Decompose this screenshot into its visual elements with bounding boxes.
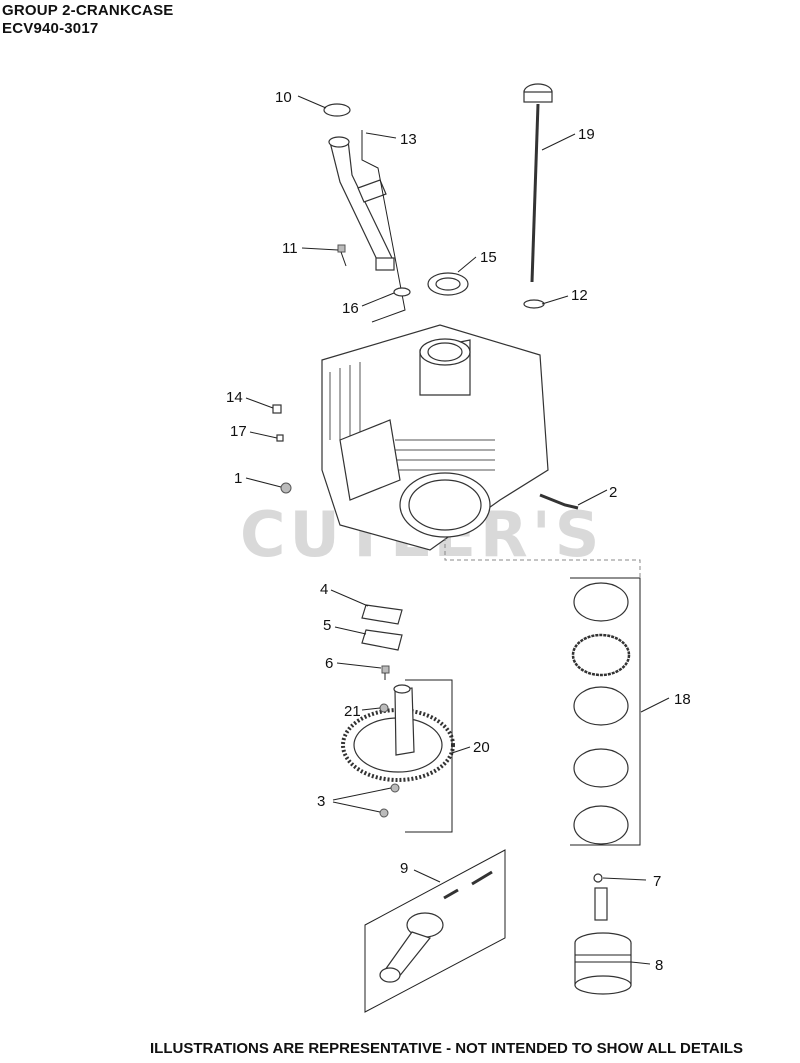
bracket-line-18 xyxy=(570,577,641,846)
part-20-camshaft[interactable] xyxy=(341,684,455,782)
group-title: GROUP 2-CRANKCASE xyxy=(2,2,174,19)
part-1-plug-bolt[interactable] xyxy=(280,482,292,494)
disclaimer-footer: ILLUSTRATIONS ARE REPRESENTATIVE - NOT I… xyxy=(150,1040,744,1057)
part-7-retaining-clip[interactable] xyxy=(593,873,603,883)
callout-18: 18 xyxy=(674,691,691,708)
part-6-screw[interactable] xyxy=(381,665,390,680)
part-18-piston-rings[interactable] xyxy=(571,582,631,845)
callout-14: 14 xyxy=(226,389,243,406)
callout-2: 2 xyxy=(609,484,617,501)
callout-17: 17 xyxy=(230,423,247,440)
part-19-dipstick[interactable] xyxy=(523,83,553,283)
part-16-o-ring[interactable] xyxy=(393,287,411,297)
callout-3: 3 xyxy=(317,793,325,810)
part-17-plug[interactable] xyxy=(276,434,284,442)
bracket-line-13 xyxy=(361,130,406,323)
callout-19: 19 xyxy=(578,126,595,143)
callout-5: 5 xyxy=(323,617,331,634)
part-14-plug[interactable] xyxy=(272,404,282,414)
part-10-o-ring[interactable] xyxy=(323,103,351,117)
part-5-plate[interactable] xyxy=(361,629,403,651)
leader-lines xyxy=(245,95,670,965)
callout-12: 12 xyxy=(571,287,588,304)
callout-11: 11 xyxy=(282,240,298,257)
part-4-plate[interactable] xyxy=(361,604,403,625)
bracket-line-20 xyxy=(405,679,453,833)
callout-4: 4 xyxy=(320,581,328,598)
callout-1: 1 xyxy=(234,470,242,487)
callout-9: 9 xyxy=(400,860,408,877)
callout-10: 10 xyxy=(275,89,292,106)
part-12-o-ring[interactable] xyxy=(523,299,545,309)
piston-pin[interactable] xyxy=(594,887,608,921)
part-2-breather-tube[interactable] xyxy=(539,493,579,510)
callout-13: 13 xyxy=(400,131,417,148)
model-number: ECV940-3017 xyxy=(2,20,99,37)
crankcase-block[interactable] xyxy=(321,324,549,551)
part-15-oil-seal[interactable] xyxy=(427,272,469,296)
callout-15: 15 xyxy=(480,249,497,266)
part-3-nut-a[interactable] xyxy=(390,783,400,793)
callout-16: 16 xyxy=(342,300,359,317)
callout-8: 8 xyxy=(655,957,663,974)
callout-6: 6 xyxy=(325,655,333,672)
callout-7: 7 xyxy=(653,873,661,890)
part-11-screw[interactable] xyxy=(337,244,347,267)
cylinder-dash-line xyxy=(444,537,641,580)
callout-21: 21 xyxy=(344,703,361,720)
part-21-pin[interactable] xyxy=(379,703,389,713)
callout-20: 20 xyxy=(473,739,490,756)
part-13-oil-fill-tube[interactable] xyxy=(328,136,395,271)
part-9-connecting-rod[interactable] xyxy=(379,870,493,983)
part-3-nut-b[interactable] xyxy=(379,808,389,818)
bracket-line-9 xyxy=(364,849,506,1013)
part-8-piston[interactable] xyxy=(574,932,632,995)
